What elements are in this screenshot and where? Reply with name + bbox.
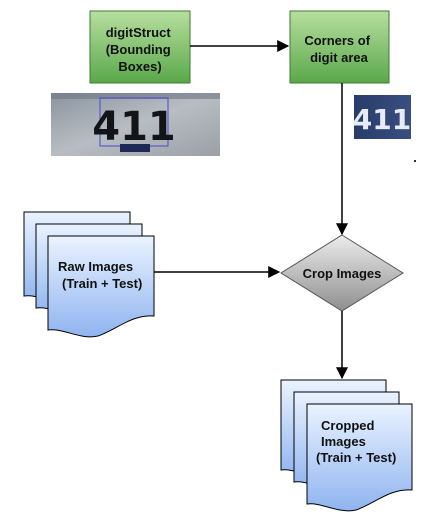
- raw-images-line-1: Raw Images: [58, 259, 133, 274]
- raw-images-line-2: (Train + Test): [62, 276, 142, 291]
- digit-struct-line-3: Boxes): [118, 59, 161, 74]
- cropped-images-line-3: (Train + Test): [316, 450, 396, 465]
- cropped-images-label: Cropped Images (Train + Test): [316, 418, 396, 465]
- crop-images-node: Crop Images: [280, 234, 404, 312]
- digit-struct-node: digitStruct (Bounding Boxes): [89, 10, 191, 84]
- cropped-number-photo: 411: [353, 95, 411, 139]
- stray-dot: [414, 160, 416, 162]
- digit-struct-label: digitStruct (Bounding Boxes): [106, 25, 175, 74]
- cropped-images-line-2: Images: [321, 434, 366, 449]
- corners-line-2: digit area: [310, 50, 369, 65]
- corners-line-1: Corners of: [304, 33, 370, 48]
- raw-images-node: Raw Images (Train + Test): [23, 211, 155, 338]
- digit-struct-line-2: (Bounding: [106, 42, 171, 57]
- house-number-digits: 411: [92, 104, 176, 150]
- house-number-photo: 411: [51, 93, 220, 156]
- digit-struct-line-1: digitStruct: [106, 25, 172, 40]
- corners-node: Corners of digit area: [289, 10, 390, 84]
- cropped-images-node: Cropped Images (Train + Test): [280, 379, 413, 512]
- raw-images-label: Raw Images (Train + Test): [58, 259, 142, 291]
- cropped-images-line-1: Cropped: [321, 418, 375, 433]
- crop-images-label: Crop Images: [303, 266, 382, 281]
- cropped-number-digits: 411: [353, 103, 411, 136]
- corners-label: Corners of digit area: [304, 33, 373, 65]
